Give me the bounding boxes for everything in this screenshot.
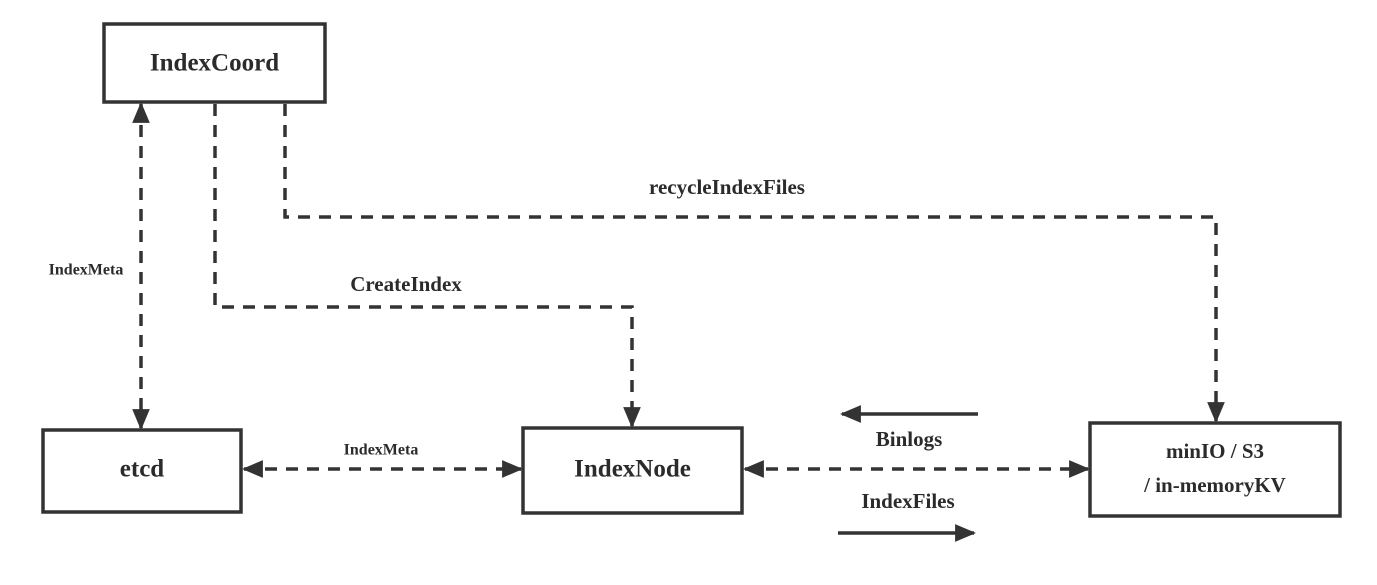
node-indexnode-rect[interactable] [521,426,744,515]
edge-recycleindexfiles: recycleIndexFiles [283,104,1225,424]
edge-createindex: CreateIndex [213,104,641,429]
edge-label-recycleindexfiles: recycleIndexFiles [649,175,805,199]
node-indexcoord-rect[interactable] [102,22,327,104]
node-indexcoord-label: IndexCoord [150,50,279,77]
node-minio-label-line2: / in-memoryKV [1143,473,1286,497]
node-minio-rect[interactable] [1088,421,1342,518]
edge-label-createindex: CreateIndex [350,272,462,296]
edge-indexfiles: IndexFiles [838,489,977,542]
edge-binlogs: Binlogs [839,405,978,451]
node-indexnode-label: IndexNode [574,456,691,483]
node-minio[interactable]: minIO / S3 / in-memoryKV [1088,421,1342,518]
edge-label-binlogs: Binlogs [876,427,943,451]
edge-line [213,104,641,429]
edge-label-indexmeta-horizontal: IndexMeta [344,442,419,459]
node-indexcoord[interactable]: IndexCoord [102,22,327,104]
node-minio-label-line1: minIO / S3 [1166,439,1264,463]
edge-indexmeta-vertical: IndexMeta [49,101,150,431]
node-etcd-label: etcd [120,456,165,483]
edge-label-indexfiles: IndexFiles [861,489,954,513]
node-etcd-rect[interactable] [41,428,243,514]
edge-indexmeta-horizontal: IndexMeta [241,442,524,478]
node-indexnode[interactable]: IndexNode [521,426,744,515]
edge-line [283,104,1225,424]
edge-label-indexmeta-vertical: IndexMeta [49,262,124,279]
node-etcd[interactable]: etcd [41,428,243,514]
